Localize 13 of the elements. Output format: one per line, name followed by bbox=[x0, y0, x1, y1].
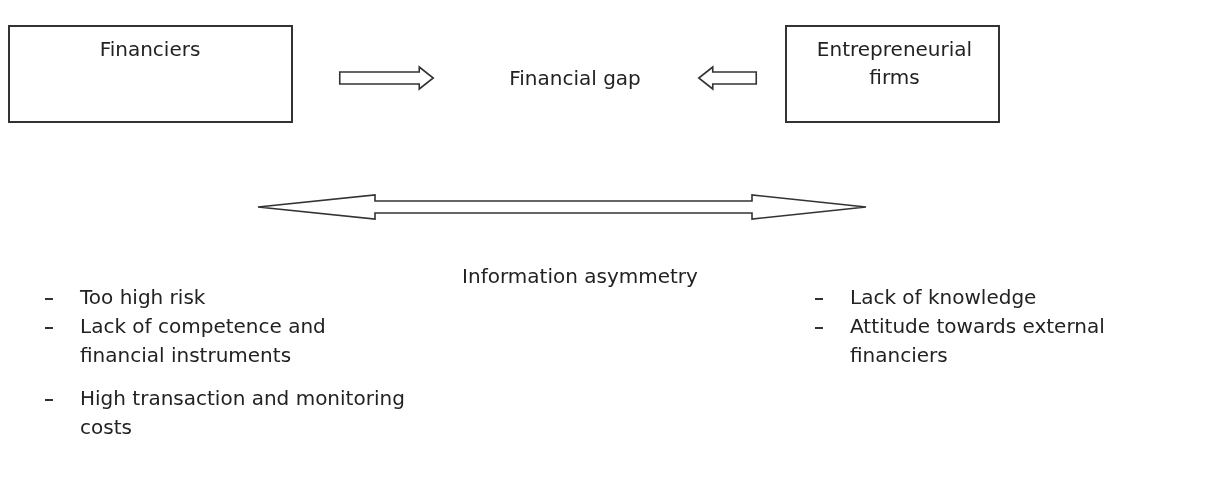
list-item-text: Lack of knowledge bbox=[850, 284, 1038, 311]
list-item-text: Lack of competence and financial instruments bbox=[80, 313, 327, 369]
box-label: Financiers bbox=[98, 36, 202, 63]
list-item-text: High transaction and monitoring costs bbox=[80, 385, 406, 441]
list-item-text: Too high risk bbox=[80, 284, 207, 311]
arrow-caption: Information asymmetry bbox=[461, 263, 699, 290]
gap-label: Financial gap bbox=[508, 65, 642, 92]
process-box bbox=[785, 25, 1000, 123]
box-label: Entrepreneurial firms bbox=[815, 36, 974, 91]
block-arrow bbox=[697, 65, 758, 91]
block-arrow bbox=[338, 65, 435, 91]
list-item-text: Attitude towards external financiers bbox=[850, 313, 1106, 369]
process-box bbox=[8, 25, 293, 123]
